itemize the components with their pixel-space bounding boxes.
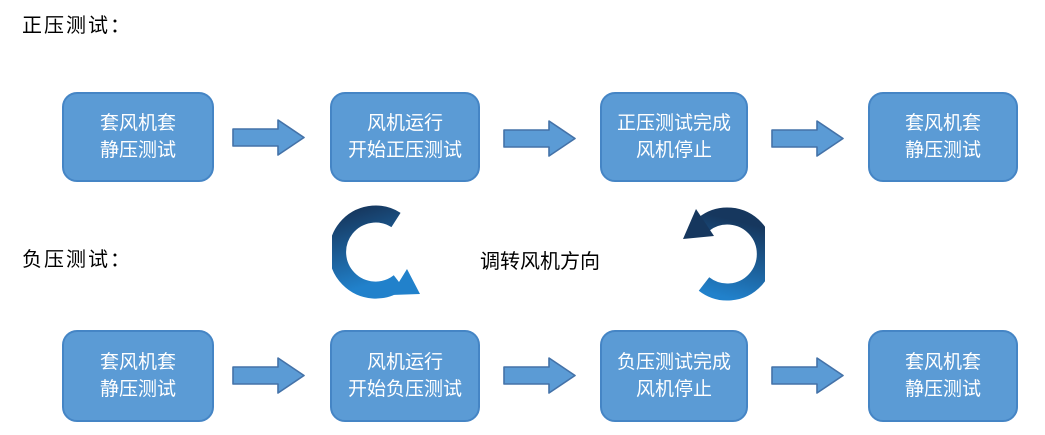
negative-step-1-box: 套风机套 静压测试 xyxy=(62,330,214,422)
box-text-line: 套风机套 xyxy=(904,112,981,135)
box-text-line: 套风机套 xyxy=(904,351,981,374)
positive-step-3-box: 正压测试完成 风机停止 xyxy=(600,92,748,182)
flow-right-arrow-icon xyxy=(232,119,305,156)
positive-step-2-box: 风机运行 开始正压测试 xyxy=(330,92,480,182)
negative-step-3-box: 负压测试完成 风机停止 xyxy=(600,330,748,422)
negative-step-2-box: 风机运行 开始负压测试 xyxy=(330,330,480,422)
box-text-line: 开始正压测试 xyxy=(347,139,462,161)
box-text-line: 风机运行 xyxy=(366,351,443,374)
box-text-line: 静压测试 xyxy=(99,378,176,400)
box-text-line: 开始负压测试 xyxy=(347,378,462,400)
box-text-line: 正压测试完成 xyxy=(616,112,731,135)
box-text-line: 风机停止 xyxy=(635,139,712,161)
box-text-line: 套风机套 xyxy=(99,351,176,374)
box-text-line: 套风机套 xyxy=(99,112,176,135)
box-text-line: 风机停止 xyxy=(635,378,712,400)
box-text-line: 静压测试 xyxy=(904,139,981,161)
box-text-line: 负压测试完成 xyxy=(616,351,731,374)
positive-step-4-box: 套风机套 静压测试 xyxy=(868,92,1018,182)
flow-right-arrow-icon xyxy=(503,357,576,394)
negative-step-4-box: 套风机套 静压测试 xyxy=(868,330,1018,422)
positive-step-1-box: 套风机套 静压测试 xyxy=(62,92,214,182)
box-text-line: 风机运行 xyxy=(366,112,443,135)
reverse-fan-direction-label: 调转风机方向 xyxy=(480,249,600,273)
flow-right-arrow-icon xyxy=(771,357,844,394)
curved-cycle-arrow-down-icon xyxy=(332,205,420,299)
box-text-line: 静压测试 xyxy=(99,139,176,161)
positive-test-label: 正压测试： xyxy=(22,13,132,37)
flow-right-arrow-icon xyxy=(771,120,844,157)
negative-test-label: 负压测试： xyxy=(22,247,132,271)
box-text-line: 静压测试 xyxy=(904,378,981,400)
flow-right-arrow-icon xyxy=(232,357,305,394)
flow-right-arrow-icon xyxy=(503,120,576,157)
curved-cycle-arrow-up-icon xyxy=(683,207,765,301)
